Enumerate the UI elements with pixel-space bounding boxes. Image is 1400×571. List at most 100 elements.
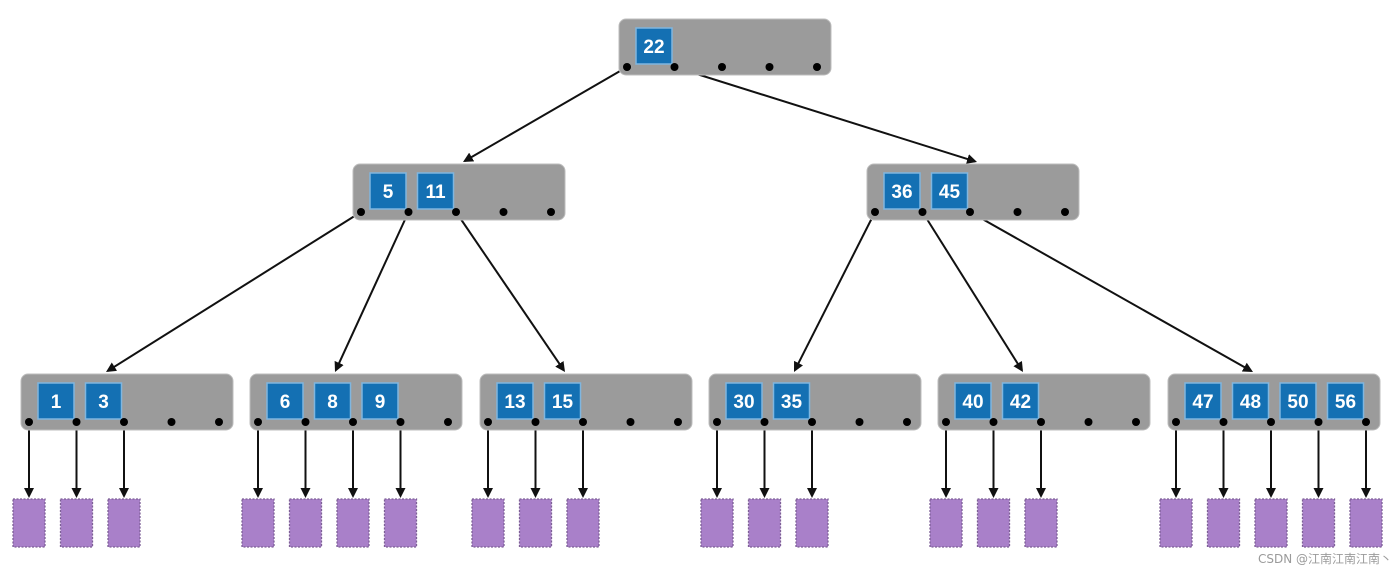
pointer-dot: [357, 208, 365, 216]
pointer-dot: [25, 418, 33, 426]
data-page: [1206, 498, 1241, 548]
data-page: [241, 498, 275, 548]
key-box: [37, 382, 75, 420]
pointer-dot: [1037, 418, 1045, 426]
key-box: [84, 382, 123, 420]
key-box: [369, 172, 407, 210]
edge-arrow: [455, 211, 565, 372]
key-label: 13: [504, 392, 525, 413]
data-page: [383, 498, 418, 548]
pointer-dot: [72, 418, 81, 426]
key-label: 30: [733, 392, 754, 413]
data-page: [1301, 498, 1336, 548]
pointer-dot: [918, 208, 927, 216]
pointer-dot: [444, 418, 452, 426]
key-box: [930, 172, 969, 210]
key-label: 9: [375, 392, 386, 413]
btree-node-root: 22: [618, 18, 832, 76]
data-page: [566, 498, 600, 548]
pointer-dot: [966, 208, 974, 216]
pointer-dot: [1267, 418, 1275, 426]
pointer-dot: [499, 208, 508, 216]
key-box: [266, 382, 304, 420]
edge-arrow: [921, 211, 1024, 373]
pointer-dot: [718, 63, 726, 71]
key-box: [954, 382, 992, 420]
pointer-dot: [301, 418, 310, 426]
pointer-dot: [1084, 418, 1093, 426]
pointer-dot: [713, 418, 721, 426]
key-box: [313, 382, 352, 420]
pointer-dot: [670, 63, 679, 71]
edge-arrow: [106, 211, 362, 372]
pointer-dot: [855, 418, 864, 426]
key-box: [416, 172, 455, 210]
data-page: [1254, 498, 1288, 548]
key-label: 50: [1287, 392, 1308, 413]
key-box: [1184, 382, 1222, 420]
pointer-dot: [484, 418, 492, 426]
edge-arrow: [793, 211, 876, 373]
pointer-dot: [404, 208, 413, 216]
pointer-dot: [396, 418, 405, 426]
key-label: 15: [552, 392, 574, 413]
key-label: 40: [962, 392, 983, 413]
key-label: 6: [280, 392, 291, 413]
key-label: 36: [891, 182, 912, 203]
edge-arrow: [674, 66, 977, 164]
pointer-dot: [1013, 208, 1022, 216]
pointer-dot: [623, 63, 631, 71]
pointer-dot: [1362, 418, 1370, 426]
key-label: 22: [643, 37, 664, 58]
data-page: [747, 498, 782, 548]
edge-arrow: [969, 211, 1254, 373]
pointer-dot: [579, 418, 587, 426]
key-label: 45: [939, 182, 961, 203]
key-box: [361, 382, 399, 420]
key-label: 56: [1335, 392, 1356, 413]
btree-node-l1-0: 5 11: [352, 163, 566, 221]
key-label: 42: [1010, 392, 1031, 413]
key-box: [772, 382, 811, 420]
key-box: [725, 382, 763, 420]
key-box: [543, 382, 582, 420]
pointer-dot: [808, 418, 816, 426]
data-page: [1024, 498, 1058, 548]
pointer-dot: [531, 418, 540, 426]
pointer-dot: [626, 418, 635, 426]
pointer-dot: [215, 418, 223, 426]
pointer-dot: [547, 208, 555, 216]
data-page: [107, 498, 141, 548]
pointer-dot: [349, 418, 357, 426]
data-page: [1349, 498, 1383, 548]
key-label: 48: [1240, 392, 1261, 413]
edge-arrow: [463, 66, 628, 163]
pointer-dot: [120, 418, 128, 426]
key-label: 1: [51, 392, 62, 413]
data-page: [1159, 498, 1193, 548]
data-page: [700, 498, 734, 548]
data-page: [12, 498, 46, 548]
key-label: 3: [98, 392, 109, 413]
key-box: [635, 27, 673, 65]
data-page: [336, 498, 370, 548]
pointer-dot: [1172, 418, 1180, 426]
pointer-dot: [989, 418, 998, 426]
pointer-dot: [903, 418, 911, 426]
data-page: [471, 498, 505, 548]
data-page: [288, 498, 323, 548]
btree-node-l2-1: 6 8 9: [249, 373, 463, 431]
key-box: [1001, 382, 1040, 420]
data-page: [795, 498, 829, 548]
pointer-dot: [1314, 418, 1323, 426]
key-label: 8: [327, 392, 338, 413]
edge-arrow: [334, 211, 410, 372]
key-box: [1231, 382, 1270, 420]
key-label: 5: [383, 182, 394, 203]
pointer-dot: [452, 208, 460, 216]
key-label: 11: [425, 182, 446, 203]
data-page: [976, 498, 1011, 548]
key-box: [496, 382, 534, 420]
